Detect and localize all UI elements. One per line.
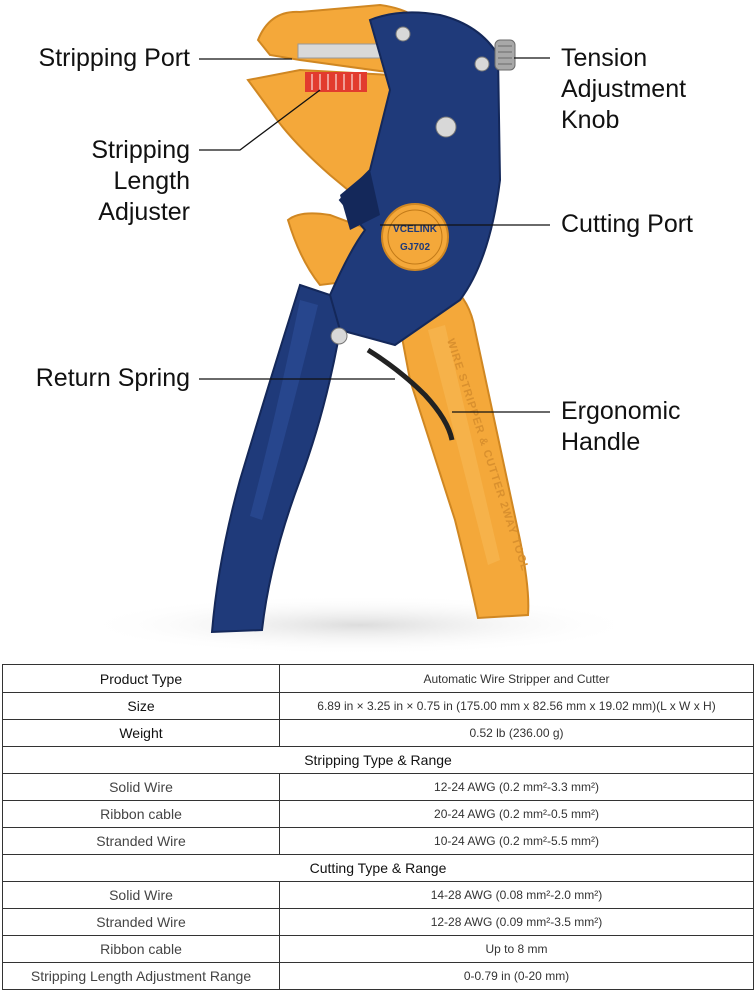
return-spring — [366, 347, 455, 441]
stripping-port — [297, 43, 384, 59]
row-label: Solid Wire — [2, 881, 280, 909]
callout-stripping-length-adjuster: Stripping Length Adjuster — [91, 136, 190, 226]
row-label: Stranded Wire — [2, 908, 280, 936]
section-heading-stripping: Stripping Type & Range — [2, 746, 754, 774]
brand-badge: VCELINK GJ702 — [381, 203, 449, 271]
row-label: Stranded Wire — [2, 827, 280, 855]
spec-table: Product Type Automatic Wire Stripper and… — [2, 664, 754, 990]
product-illustration: VCELINK GJ702 WIRE STRIPPER & CUTTER 2WA… — [35, 3, 694, 655]
row-value: Up to 8 mm — [279, 935, 754, 963]
table-row: Ribbon cable 20-24 AWG (0.2 mm²-0.5 mm²) — [2, 800, 754, 828]
section-heading-cutting: Cutting Type & Range — [2, 854, 754, 882]
row-value: 0.52 lb (236.00 g) — [279, 719, 754, 747]
callout-ergonomic-handle: Ergonomic Handle — [561, 397, 681, 456]
table-row: Stranded Wire 10-24 AWG (0.2 mm²-5.5 mm²… — [2, 827, 754, 855]
badge-brand: VCELINK — [393, 224, 438, 235]
callout-return-spring: Return Spring — [35, 364, 190, 392]
table-row: Stranded Wire 12-28 AWG (0.09 mm²-3.5 mm… — [2, 908, 754, 936]
table-row: Size 6.89 in × 3.25 in × 0.75 in (175.00… — [2, 692, 754, 720]
row-value: 0-0.79 in (0-20 mm) — [279, 962, 754, 990]
section-row: Cutting Type & Range — [2, 854, 754, 882]
table-row: Stripping Length Adjustment Range 0-0.79… — [2, 962, 754, 990]
navy-body — [328, 11, 502, 347]
row-value: 12-28 AWG (0.09 mm²-3.5 mm²) — [279, 908, 754, 936]
cutting-port — [340, 170, 380, 230]
table-row: Ribbon cable Up to 8 mm — [2, 935, 754, 963]
row-label: Ribbon cable — [2, 935, 280, 963]
row-label: Weight — [2, 719, 280, 747]
table-row: Solid Wire 14-28 AWG (0.08 mm²-2.0 mm²) — [2, 881, 754, 909]
row-label: Product Type — [2, 664, 280, 693]
row-value: 14-28 AWG (0.08 mm²-2.0 mm²) — [279, 881, 754, 909]
callout-cutting-port: Cutting Port — [561, 210, 694, 238]
row-value: 6.89 in × 3.25 in × 0.75 in (175.00 mm x… — [279, 692, 754, 720]
tension-knob — [494, 39, 516, 71]
table-row: Weight 0.52 lb (236.00 g) — [2, 719, 754, 747]
row-value: 20-24 AWG (0.2 mm²-0.5 mm²) — [279, 800, 754, 828]
row-value: 12-24 AWG (0.2 mm²-3.3 mm²) — [279, 773, 754, 801]
badge-model: GJ702 — [400, 242, 430, 253]
leader-lines — [199, 57, 550, 413]
callout-stripping-port: Stripping Port — [38, 44, 190, 72]
callout-tension-adjustment-knob: Tension Adjustment Knob — [561, 44, 687, 134]
table-row: Solid Wire 12-24 AWG (0.2 mm²-3.3 mm²) — [2, 773, 754, 801]
rivets — [330, 26, 490, 345]
row-label: Size — [2, 692, 280, 720]
wire-stripper-image: VCELINK GJ702 WIRE STRIPPER & CUTTER 2WA… — [80, 3, 640, 655]
row-label: Stripping Length Adjustment Range — [2, 962, 280, 990]
row-value: Automatic Wire Stripper and Cutter — [279, 664, 754, 693]
row-value: 10-24 AWG (0.2 mm²-5.5 mm²) — [279, 827, 754, 855]
section-row: Stripping Type & Range — [2, 746, 754, 774]
row-label: Solid Wire — [2, 773, 280, 801]
table-row: Product Type Automatic Wire Stripper and… — [2, 664, 754, 693]
row-label: Ribbon cable — [2, 800, 280, 828]
floor-shadow — [80, 595, 640, 655]
